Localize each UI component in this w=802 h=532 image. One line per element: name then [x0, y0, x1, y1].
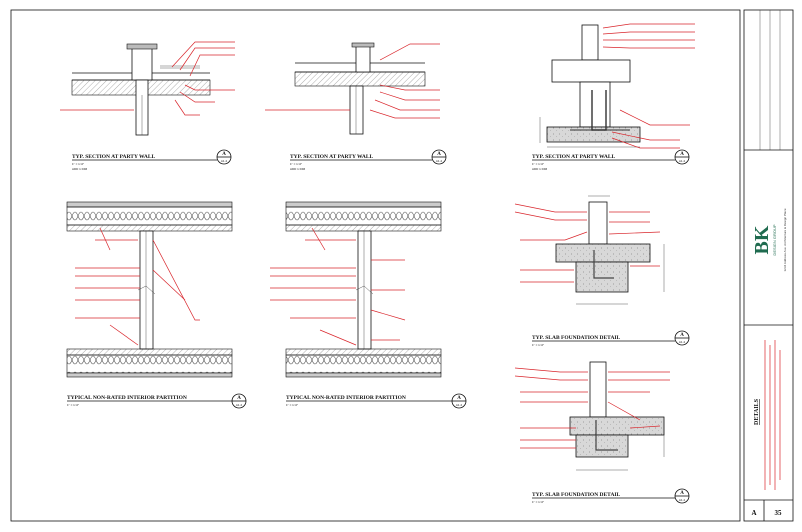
section-bubble-5: A A1.4 [451, 393, 467, 409]
general-notes [764, 340, 781, 490]
drawing-1-title: TYP. SECTION AT PARTY WALL [72, 154, 156, 160]
svg-text:A: A [457, 396, 461, 401]
section-bubble-1: A A1.4 [216, 149, 232, 165]
detail-party-wall-3 [539, 23, 695, 149]
drawing-6-title: TYP. SLAB FOUNDATION DETAIL [532, 335, 621, 341]
svg-text:A1.4: A1.4 [221, 159, 228, 163]
sheet-number: 35 [775, 509, 783, 517]
svg-text:A: A [437, 152, 441, 157]
firm-sub: 1234 Address Ave. Architecture & Design … [783, 208, 787, 271]
drawing-3-note: ADD 1 DIM [532, 167, 548, 171]
svg-text:A: A [237, 396, 241, 401]
title-underlines [67, 159, 675, 499]
section-bubble-7: A A1.4 [674, 488, 690, 504]
drawing-titles: TYP. SECTION AT PARTY WALL 1" = 1'-0" AD… [67, 154, 621, 504]
title-block-border [743, 9, 794, 522]
sheet-prefix: A [751, 509, 756, 517]
svg-text:A: A [680, 333, 684, 338]
drawing-4-title: TYPICAL NON-RATED INTERIOR PARTITION [67, 395, 187, 401]
section-bubbles: A A1.4 A A1.4 A A1.4 A A1.4 A A1.4 [216, 149, 690, 504]
svg-text:A1.4: A1.4 [679, 159, 686, 163]
firm-name: DESIGN GROUP [772, 224, 777, 255]
title-block: BK DESIGN GROUP 1234 Address Ave. Archit… [744, 10, 793, 521]
drawing-2-title: TYP. SECTION AT PARTY WALL [290, 154, 374, 160]
detail-slab-foundation-1 [514, 195, 665, 305]
drawing-3-scale: 1" = 1'-0" [532, 162, 544, 166]
section-bubble-3: A A1.4 [674, 149, 690, 165]
drawing-5-scale: 1" = 1'-0" [286, 403, 298, 407]
firm-logo: BK DESIGN GROUP 1234 Address Ave. Archit… [751, 208, 787, 271]
drawing-4-scale: 1" = 1'-0" [67, 403, 79, 407]
section-bubble-4: A A1.4 [231, 393, 247, 409]
section-bubble-2: A A1.4 [431, 149, 447, 165]
drawing-2-scale: 1" = 1'-0" [290, 162, 302, 166]
sheet-title-text: DETAILS [754, 398, 760, 425]
svg-text:A1.4: A1.4 [236, 403, 243, 407]
detail-party-wall-2 [265, 42, 440, 135]
drawing-2-note: ADD 1 DIM [290, 167, 306, 171]
svg-text:A: A [222, 152, 226, 157]
detail-partition-1 [66, 201, 233, 378]
drawing-7-scale: 1" = 1'-0" [532, 500, 544, 504]
drawing-1-note: ADD 1 DIM [72, 167, 88, 171]
logo-text: BK [751, 225, 773, 254]
drawing-1-scale: 1" = 1'-0" [72, 162, 84, 166]
detail-party-wall-1 [60, 41, 235, 136]
svg-text:A1.4: A1.4 [436, 159, 443, 163]
drawing-7-title: TYP. SLAB FOUNDATION DETAIL [532, 492, 621, 498]
drawing-3-title: TYP. SECTION AT PARTY WALL [532, 154, 616, 160]
section-bubble-6: A A1.4 [674, 330, 690, 346]
drawing-6-scale: 1" = 1'-0" [532, 343, 544, 347]
drawing-5-title: TYPICAL NON-RATED INTERIOR PARTITION [286, 395, 406, 401]
svg-text:A1.4: A1.4 [456, 403, 463, 407]
sheet-title: DETAILS [754, 398, 760, 425]
detail-slab-foundation-2 [514, 361, 670, 471]
svg-text:A1.4: A1.4 [679, 340, 686, 344]
svg-text:A: A [680, 491, 684, 496]
detail-partition-2 [270, 201, 442, 378]
svg-text:A1.4: A1.4 [679, 498, 686, 502]
svg-text:A: A [680, 152, 684, 157]
sheet-border [10, 9, 741, 522]
